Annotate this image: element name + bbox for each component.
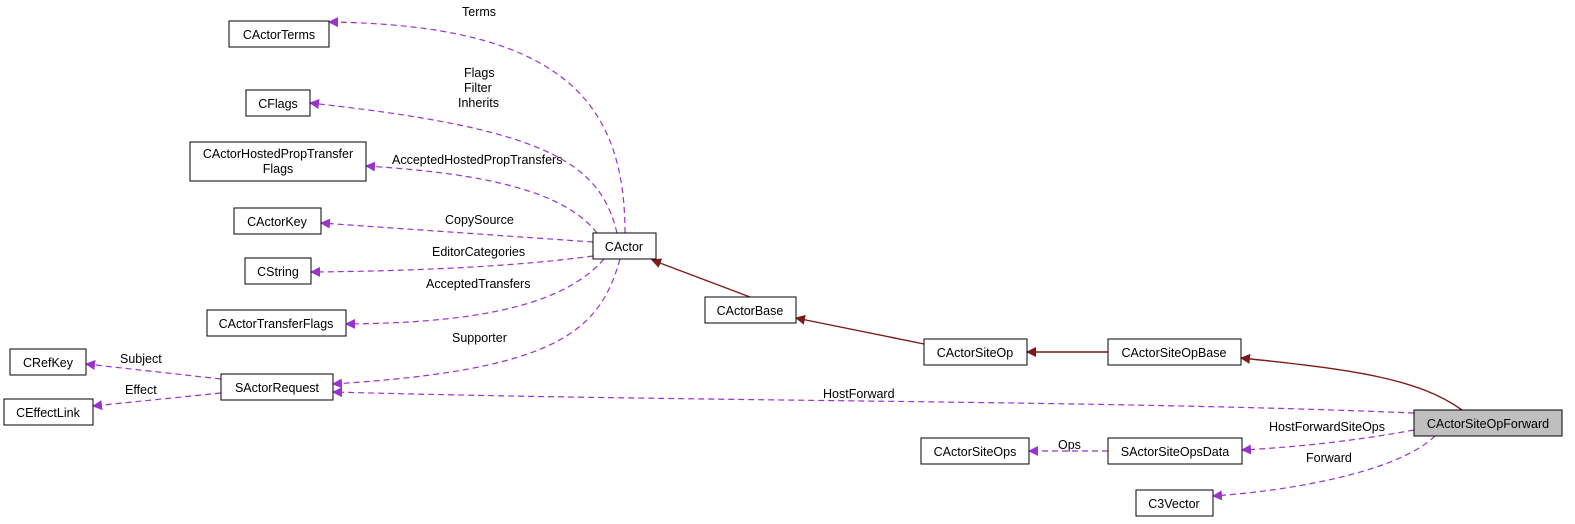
node-cactor-key[interactable]: CActorKey — [233, 207, 322, 235]
edge-label-host-forward: HostForward — [823, 387, 895, 401]
edge-editor-categories — [310, 255, 594, 277]
svg-text:CActor: CActor — [605, 240, 643, 254]
edge-host-forward-site-ops — [1241, 429, 1415, 455]
edge-label-copy-source: CopySource — [445, 213, 514, 227]
edge-accepted-hosted — [365, 161, 598, 234]
node-cactor-transfer-flags[interactable]: CActorTransferFlags — [206, 309, 347, 337]
edge-flags — [309, 99, 618, 234]
svg-text:C3Vector: C3Vector — [1148, 497, 1199, 511]
edge-siteop-to-actorbase — [795, 314, 925, 345]
edge-label-terms: Terms — [462, 5, 496, 19]
edge-label-subject: Subject — [120, 352, 162, 366]
svg-text:CRefKey: CRefKey — [23, 356, 74, 370]
edge-label-inherits: Inherits — [458, 96, 499, 110]
node-cactor-site-op-forward[interactable]: CActorSiteOpForward — [1413, 409, 1563, 437]
edge-forward — [1212, 435, 1436, 501]
edge-copy-source — [320, 218, 594, 243]
edge-label-accepted-transfers: AcceptedTransfers — [426, 277, 530, 291]
edge-siteopforward-to-siteopbase — [1240, 353, 1463, 411]
svg-text:CActorTerms: CActorTerms — [243, 28, 315, 42]
node-cactor-site-ops[interactable]: CActorSiteOps — [920, 437, 1030, 465]
edge-host-forward — [332, 387, 1415, 414]
node-cflags[interactable]: CFlags — [245, 89, 311, 117]
edge-accepted-transfers — [345, 258, 605, 329]
node-sactor-site-ops-data[interactable]: SActorSiteOpsData — [1107, 437, 1243, 465]
edge-label-forward: Forward — [1306, 451, 1352, 465]
node-cstring[interactable]: CString — [244, 257, 312, 285]
svg-text:CActorHostedPropTransfer: CActorHostedPropTransfer — [203, 147, 353, 161]
node-c3vector[interactable]: C3Vector — [1135, 489, 1214, 517]
edge-label-effect: Effect — [125, 383, 157, 397]
node-cref-key[interactable]: CRefKey — [9, 348, 87, 376]
node-cactor-site-op-base[interactable]: CActorSiteOpBase — [1107, 338, 1242, 366]
edge-actorbase-to-actor — [651, 258, 751, 298]
svg-text:CActorTransferFlags: CActorTransferFlags — [219, 317, 334, 331]
edge-label-filter: Filter — [464, 81, 492, 95]
node-cactor-site-op[interactable]: CActorSiteOp — [923, 338, 1028, 366]
edge-terms — [328, 17, 626, 234]
edge-label-ops: Ops — [1058, 438, 1081, 452]
svg-text:Flags: Flags — [263, 162, 294, 176]
node-sactor-request[interactable]: SActorRequest — [220, 373, 334, 401]
edge-subject — [85, 360, 222, 380]
svg-text:CEffectLink: CEffectLink — [16, 406, 80, 420]
edge-supporter — [332, 258, 621, 389]
edge-label-editor-categories: EditorCategories — [432, 245, 525, 259]
edge-effect — [92, 392, 222, 411]
edge-label-host-forward-site-ops: HostForwardSiteOps — [1269, 420, 1385, 434]
node-cactor-hosted-prop-transfer-flags[interactable]: CActorHostedPropTransfer Flags — [189, 141, 367, 182]
svg-text:CActorBase: CActorBase — [717, 304, 784, 318]
svg-text:CActorKey: CActorKey — [247, 215, 307, 229]
node-ceffect-link[interactable]: CEffectLink — [3, 398, 94, 426]
svg-text:CActorSiteOpForward: CActorSiteOpForward — [1427, 417, 1549, 431]
svg-text:CActorSiteOp: CActorSiteOp — [937, 346, 1013, 360]
node-cactor[interactable]: CActor — [592, 232, 657, 260]
node-cactor-terms[interactable]: CActorTerms — [228, 20, 330, 48]
edge-label-flags: Flags — [464, 66, 495, 80]
node-cactor-base[interactable]: CActorBase — [704, 296, 797, 324]
svg-text:CActorSiteOpBase: CActorSiteOpBase — [1122, 346, 1227, 360]
svg-text:SActorRequest: SActorRequest — [235, 381, 320, 395]
edge-label-supporter: Supporter — [452, 331, 507, 345]
svg-text:CString: CString — [257, 265, 299, 279]
svg-text:CFlags: CFlags — [258, 97, 298, 111]
svg-text:CActorSiteOps: CActorSiteOps — [934, 445, 1017, 459]
edge-label-accepted-hosted: AcceptedHostedPropTransfers — [392, 153, 562, 167]
svg-text:SActorSiteOpsData: SActorSiteOpsData — [1121, 445, 1229, 459]
